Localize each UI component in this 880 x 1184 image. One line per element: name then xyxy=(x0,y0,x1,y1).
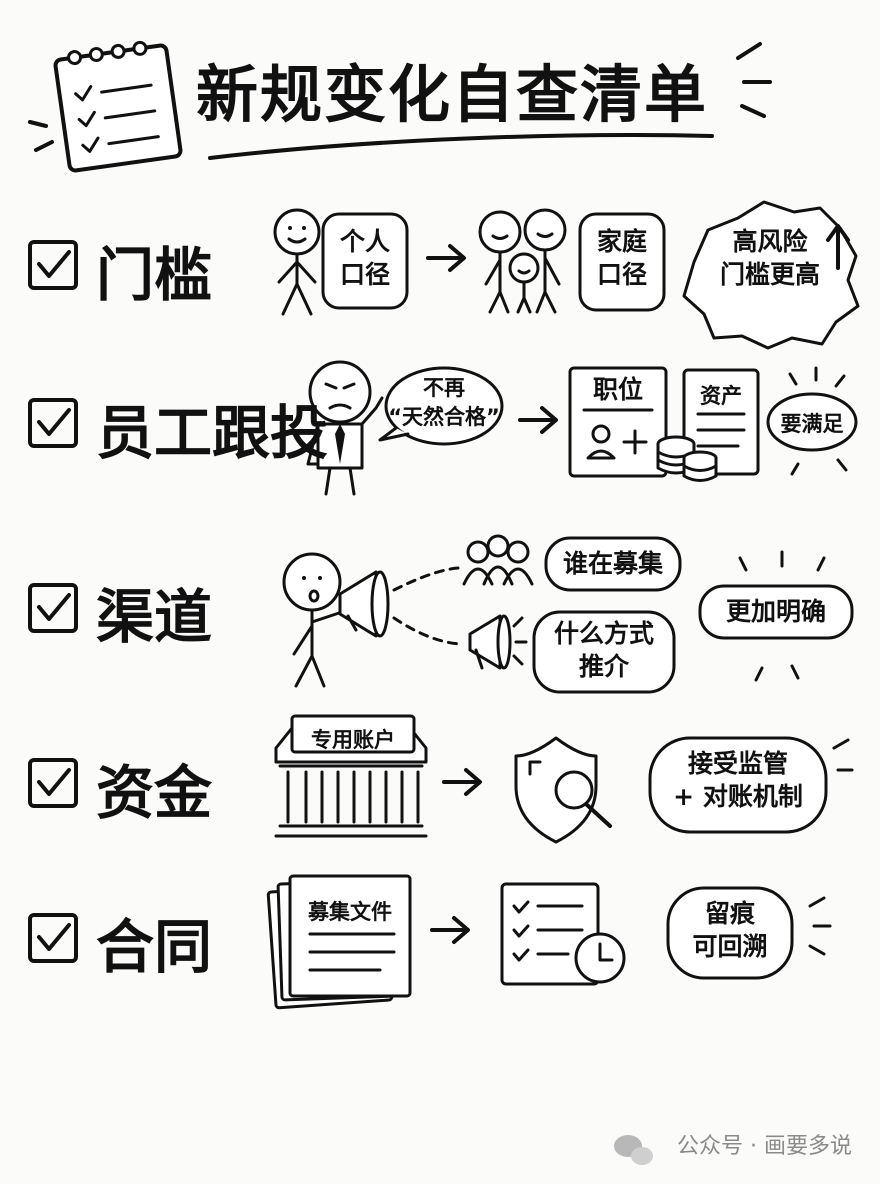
asset-document xyxy=(682,368,760,476)
row-label-funds: 资金 xyxy=(96,759,213,827)
higher-risk-threshold-text: 高风险 门槛更高 xyxy=(719,227,820,289)
arrow-icon xyxy=(518,406,558,434)
promotion-method-bubble xyxy=(532,610,676,694)
checkbox-icon xyxy=(28,398,78,448)
row-label-employee-coinvest: 员工跟投 xyxy=(96,399,329,467)
family-icon xyxy=(478,208,567,314)
requirement-bubble xyxy=(766,392,858,452)
shield-magnifier-icon xyxy=(514,736,612,844)
megaphone-icon xyxy=(468,614,528,670)
clearer-bubble xyxy=(698,584,854,640)
supervision-reconciliation-text: 接受监管 + 对账机制 xyxy=(673,749,803,811)
row-label-contract: 合同 xyxy=(96,913,213,981)
sparkle-lines-icon xyxy=(738,550,826,682)
person-with-megaphone-icon xyxy=(282,552,390,688)
family-scope-box xyxy=(578,212,666,312)
bank-icon xyxy=(274,714,428,838)
notepad-checklist-icon xyxy=(53,40,183,173)
burst-bubble xyxy=(682,200,860,350)
sparkle-lines-icon xyxy=(28,42,772,152)
arrow-icon xyxy=(430,916,470,944)
who-raises-text: 谁在募集 xyxy=(562,549,663,578)
title-underline xyxy=(208,132,714,160)
clearer-text: 更加明确 xyxy=(725,597,826,626)
checkbox-icon xyxy=(28,583,78,633)
dedicated-account-label: 专用账户 xyxy=(311,728,395,752)
not-naturally-qualified-text: 不再 “天然合格” xyxy=(388,376,500,430)
coin-stack-icon xyxy=(656,435,718,482)
speech-bubble xyxy=(384,366,504,446)
person-icon xyxy=(273,208,321,316)
group-people-icon xyxy=(462,534,534,586)
personal-scope-box xyxy=(321,212,409,310)
position-document xyxy=(568,366,668,478)
who-raises-bubble xyxy=(544,536,682,592)
offering-documents-label: 募集文件 xyxy=(308,900,392,924)
checkbox-icon xyxy=(28,758,78,808)
position-label: 职位 xyxy=(592,375,643,404)
traceable-text: 留痕 可回溯 xyxy=(692,899,768,961)
promotion-method-text: 什么方式 推介 xyxy=(553,619,654,681)
arrow-icon xyxy=(442,768,482,796)
dashed-line xyxy=(392,616,462,646)
family-scope-text: 家庭 口径 xyxy=(596,227,647,289)
must-satisfy-text: 要满足 xyxy=(780,412,844,436)
page-title: 新规变化自查清单 xyxy=(196,58,709,131)
businessman-icon xyxy=(306,360,384,496)
row-label-threshold: 门槛 xyxy=(96,241,213,309)
checklist-clock-icon xyxy=(500,882,626,986)
sparkle-lines-icon xyxy=(832,738,854,772)
sparkle-lines-icon xyxy=(788,366,848,476)
dashed-line xyxy=(392,566,460,592)
supervision-bubble xyxy=(648,736,828,834)
checkbox-icon xyxy=(28,913,78,963)
row-label-channel: 渠道 xyxy=(96,583,213,651)
sparkle-lines-icon xyxy=(808,896,832,956)
document-stack-icon xyxy=(266,874,412,1010)
checkbox-icon xyxy=(28,240,78,290)
wechat-icon xyxy=(614,1135,653,1165)
arrow-icon xyxy=(426,244,466,272)
personal-scope-text: 个人 口径 xyxy=(339,227,390,289)
footer-source-text: 公众号 · 画要多说 xyxy=(677,1134,852,1159)
traceable-bubble xyxy=(666,886,794,980)
asset-label: 资产 xyxy=(700,384,742,408)
up-arrow-icon xyxy=(826,224,850,270)
footer-source: 公众号 · 画要多说 xyxy=(677,1128,852,1160)
